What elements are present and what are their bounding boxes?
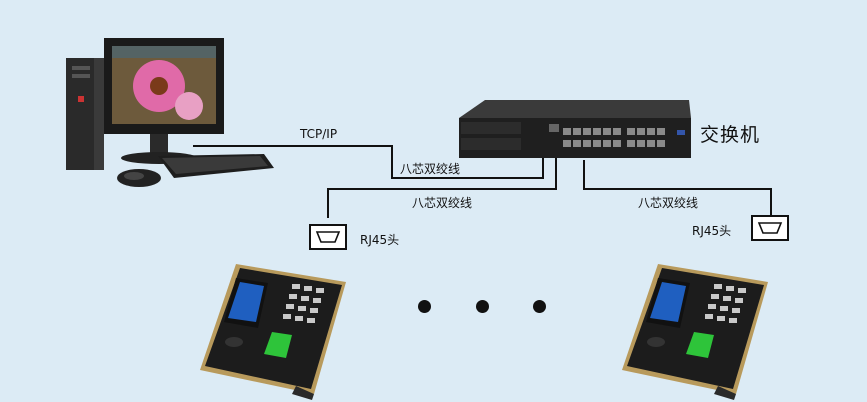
rj45-label-right: RJ45头 (692, 224, 732, 238)
computer-icon (66, 38, 274, 187)
rj45-connector-icon (315, 231, 341, 243)
rj45-connector-icon-right (751, 215, 789, 241)
time-attendance-terminal-icon (622, 264, 768, 400)
cable-label-right: 八芯双绞线 (638, 196, 699, 210)
ellipsis-dot (418, 300, 431, 313)
cable-label-top: 八芯双绞线 (400, 162, 461, 176)
switch-label: 交换机 (700, 124, 761, 146)
rj45-connector-icon (757, 222, 783, 234)
network-switch-icon (459, 100, 691, 158)
ellipsis-dot (476, 300, 489, 313)
tcpip-label: TCP/IP (300, 127, 338, 141)
rj45-connector-icon-left (309, 224, 347, 250)
rj45-label-left: RJ45头 (360, 233, 400, 247)
cable-label-left: 八芯双绞线 (412, 196, 473, 210)
ellipsis-dot (533, 300, 546, 313)
time-attendance-terminal-icon (200, 264, 346, 400)
left-cable-line (327, 150, 557, 218)
right-cable-line (583, 160, 772, 215)
